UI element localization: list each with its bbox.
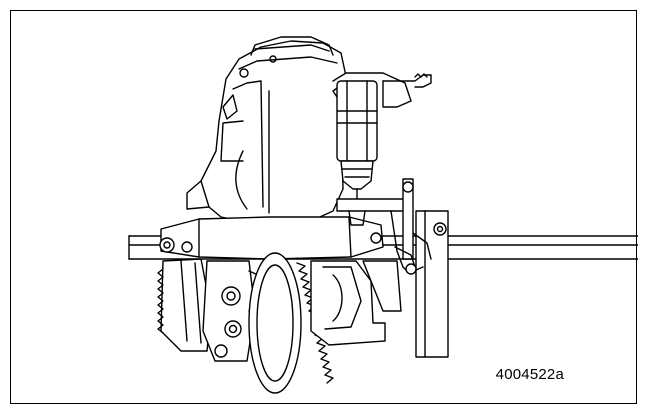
differential-housing: [186, 36, 348, 224]
stand-post: [415, 210, 449, 358]
air-drill: [332, 72, 432, 208]
drill-fixture: [336, 178, 432, 275]
hub-assembly: [202, 260, 268, 362]
figure-id-label: 4004522a: [495, 366, 564, 383]
carrier-flange: [159, 216, 384, 260]
figure-frame: 4004522a: [10, 10, 638, 404]
technical-illustration: [128, 36, 638, 394]
side-housing: [310, 260, 402, 346]
left-gear: [157, 258, 212, 352]
